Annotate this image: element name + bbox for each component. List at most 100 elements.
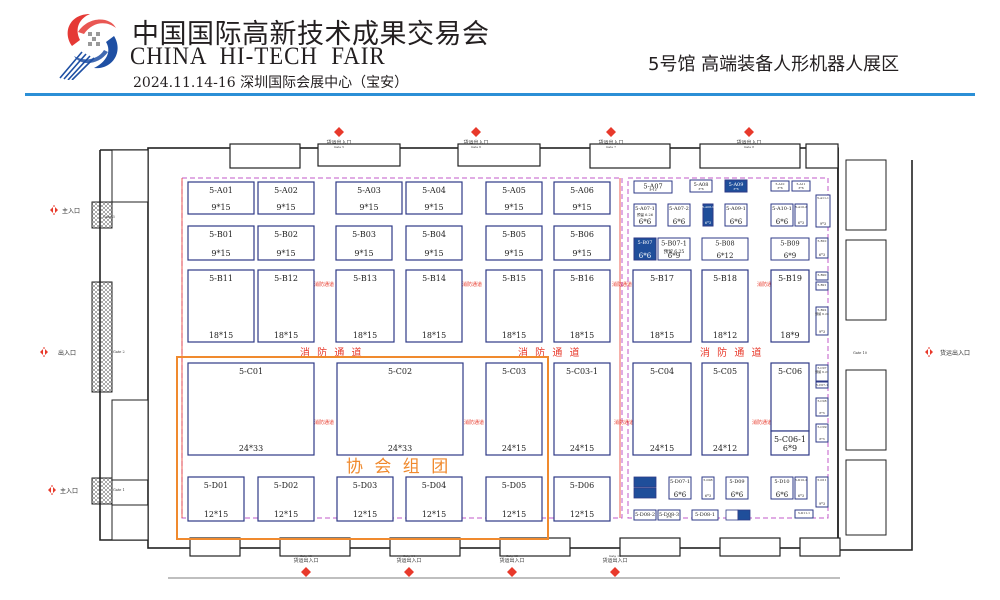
booth-size: 6*6 [674, 491, 687, 499]
booth-outline [724, 203, 748, 227]
booth-size: 3*6 [666, 515, 671, 519]
booth[interactable]: 5-D08-2 [633, 509, 657, 521]
booth[interactable]: 5-A09-16*6 [724, 203, 748, 227]
booth-outline [770, 430, 810, 456]
fire-lane-label: 消防通道 [314, 419, 334, 426]
reserved-booth[interactable] [633, 487, 657, 499]
main-entrance-north[interactable]: 主入口 [50, 205, 80, 215]
reserved-booth[interactable] [633, 476, 657, 488]
reserved-booth[interactable] [737, 509, 751, 521]
booth[interactable]: 5-B21 [815, 281, 829, 291]
booth[interactable]: 5-A10-26*3 [794, 203, 808, 227]
booth[interactable]: 5-C06-16*9 [770, 430, 810, 456]
booth-id: 5-A05 [502, 186, 526, 195]
booth[interactable]: 5-C03-124*15 [553, 362, 611, 456]
booth[interactable]: 5-A07-1预留 6.266*6 [633, 203, 657, 227]
booth[interactable]: 5-D10-26*3 [794, 476, 808, 500]
booth-outline [553, 476, 611, 522]
booth[interactable]: 5-A07-26*6 [667, 203, 691, 227]
booth[interactable]: 5-C07-1 [815, 381, 829, 389]
booth-size: 18*15 [422, 331, 446, 340]
booth-outline [633, 509, 657, 521]
association-group-zone[interactable] [176, 356, 549, 540]
reserved-booth[interactable] [725, 509, 739, 521]
booth[interactable]: 5-A10-16*6 [770, 203, 794, 227]
main-entrance-south[interactable]: 主入口 [48, 485, 78, 495]
booth-id: 5-A11-1 [817, 196, 829, 200]
booth[interactable]: 5-A11-19*3 [815, 194, 831, 228]
cargo-entrance-east[interactable]: 货运出入口 [925, 347, 970, 357]
booth[interactable]: 5-C06 [770, 362, 810, 432]
booth[interactable]: 5-D08-33*6 [657, 509, 681, 521]
exit-entrance-west[interactable]: 出入口 [40, 347, 76, 357]
booth[interactable]: 5-B20 [815, 271, 829, 281]
booth[interactable]: 5-D08-1 [691, 509, 719, 521]
booth-note: 预留 6.21 [815, 369, 829, 374]
booth-outline [336, 476, 394, 522]
booth[interactable]: 5-D11-1 [794, 509, 814, 519]
booth[interactable]: 5-B07-1预留 6.256*9 [657, 237, 691, 261]
booth[interactable]: 5-A08-16*3 [702, 203, 714, 227]
booth[interactable]: 5-D07-16*6 [668, 476, 692, 500]
